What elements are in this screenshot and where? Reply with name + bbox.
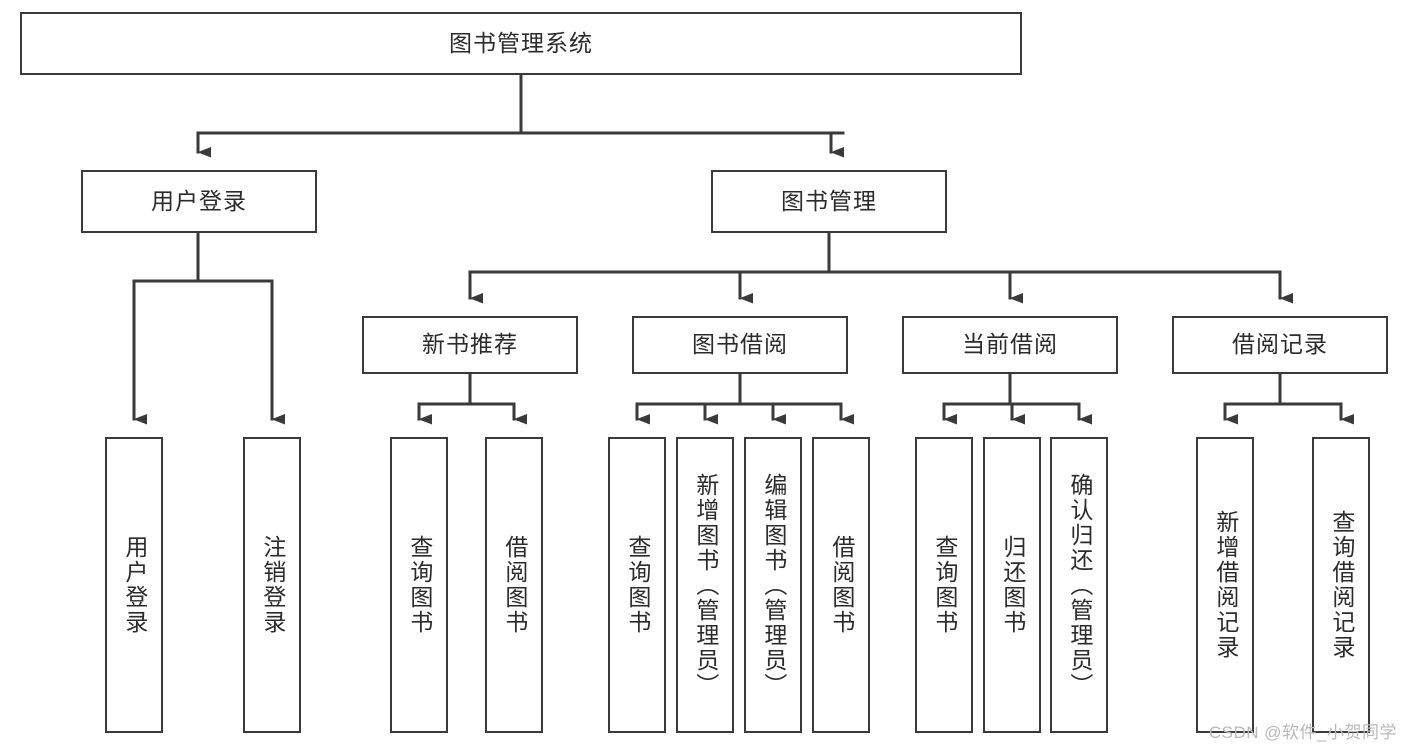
node-root-label: 图书管理系统	[449, 29, 593, 56]
node-root[interactable]: 图书管理系统	[20, 12, 1022, 75]
node-leaf-borrow-book-2-label: 借阅图书	[828, 535, 855, 635]
node-leaf-user-login-label: 用户登录	[121, 535, 148, 635]
node-leaf-query-record-label: 查询借阅记录	[1328, 510, 1355, 660]
node-new-book-recommend-label: 新书推荐	[422, 331, 518, 358]
node-leaf-query-record[interactable]: 查询借阅记录	[1312, 437, 1370, 733]
node-leaf-return-book-label: 归还图书	[999, 535, 1026, 635]
node-leaf-logout[interactable]: 注销登录	[243, 437, 301, 733]
node-leaf-query-book-2-label: 查询图书	[624, 535, 651, 635]
node-leaf-add-record[interactable]: 新增借阅记录	[1196, 437, 1254, 733]
node-leaf-borrow-book-1[interactable]: 借阅图书	[485, 437, 543, 733]
node-leaf-borrow-book-1-label: 借阅图书	[501, 535, 528, 635]
node-book-manage-label: 图书管理	[781, 187, 877, 214]
node-leaf-add-book-label: 新增图书（管理员）	[692, 472, 719, 698]
node-borrow-record[interactable]: 借阅记录	[1172, 316, 1388, 374]
csdn-watermark: CSDN @软件_小贺同学	[1208, 723, 1397, 742]
node-user-login-label: 用户登录	[151, 187, 247, 214]
node-leaf-confirm-return-label: 确认归还（管理员）	[1066, 472, 1093, 698]
node-leaf-edit-book-label: 编辑图书（管理员）	[760, 472, 787, 698]
node-current-borrow-label: 当前借阅	[962, 331, 1058, 358]
node-book-borrow[interactable]: 图书借阅	[632, 316, 848, 374]
node-leaf-query-book-3[interactable]: 查询图书	[915, 437, 973, 733]
node-leaf-add-book[interactable]: 新增图书（管理员）	[676, 437, 734, 733]
node-borrow-record-label: 借阅记录	[1232, 331, 1328, 358]
node-user-login[interactable]: 用户登录	[81, 170, 317, 233]
node-leaf-user-login[interactable]: 用户登录	[105, 437, 163, 733]
node-leaf-confirm-return[interactable]: 确认归还（管理员）	[1050, 437, 1108, 733]
node-leaf-query-book-3-label: 查询图书	[931, 535, 958, 635]
node-leaf-query-book-1[interactable]: 查询图书	[390, 437, 448, 733]
node-leaf-query-book-2[interactable]: 查询图书	[608, 437, 666, 733]
node-leaf-query-book-1-label: 查询图书	[406, 535, 433, 635]
node-leaf-return-book[interactable]: 归还图书	[983, 437, 1041, 733]
node-leaf-borrow-book-2[interactable]: 借阅图书	[812, 437, 870, 733]
node-new-book-recommend[interactable]: 新书推荐	[362, 316, 578, 374]
node-book-borrow-label: 图书借阅	[692, 331, 788, 358]
node-leaf-edit-book[interactable]: 编辑图书（管理员）	[744, 437, 802, 733]
node-current-borrow[interactable]: 当前借阅	[902, 316, 1118, 374]
node-leaf-add-record-label: 新增借阅记录	[1212, 510, 1239, 660]
node-book-manage[interactable]: 图书管理	[711, 170, 947, 233]
node-leaf-logout-label: 注销登录	[259, 535, 286, 635]
